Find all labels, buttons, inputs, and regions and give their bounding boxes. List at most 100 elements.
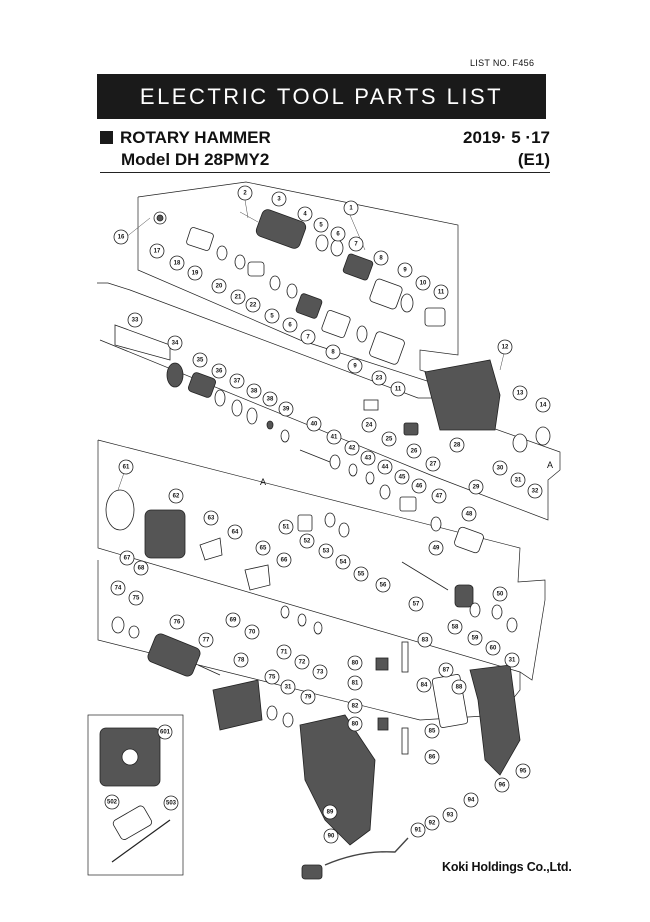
part-number-label: 44 — [382, 465, 389, 471]
part-number-label: 96 — [499, 783, 506, 789]
balloon-circle — [313, 217, 329, 233]
part-number-label: 61 — [123, 465, 130, 471]
part-number-balloon: 7 — [300, 329, 316, 345]
balloon-circle — [428, 540, 444, 556]
part-number-label: 77 — [203, 638, 210, 644]
part-number-balloon: 31 — [504, 652, 520, 668]
balloon-circle — [512, 385, 528, 401]
part-number-label: 91 — [415, 828, 422, 834]
part-number-label: 78 — [238, 658, 245, 664]
bullet-square-icon — [100, 131, 113, 144]
balloon-circle — [515, 763, 531, 779]
balloon-circle — [408, 596, 424, 612]
part-drawings — [99, 199, 551, 880]
part-number-balloon: 90 — [323, 828, 339, 844]
part-number-balloon: 75 — [128, 590, 144, 606]
part-number-balloon: 6 — [330, 226, 346, 242]
balloon-circle — [168, 488, 184, 504]
balloon-circle — [110, 580, 126, 596]
issue-date: 2019· 5 ·17 — [463, 128, 550, 147]
part-number-label: 84 — [421, 683, 428, 689]
balloon-circle — [163, 795, 179, 811]
manufacturer-brand: Koki Holdings Co.,Ltd. — [442, 860, 572, 874]
balloon-circle — [198, 632, 214, 648]
part-number-balloon: 5 — [264, 308, 280, 324]
part-number-balloon: 11 — [433, 284, 449, 300]
part-number-balloon: 58 — [447, 619, 463, 635]
part-number-balloon: 41 — [326, 429, 342, 445]
part-number-balloon: 28 — [449, 437, 465, 453]
part-number-label: 88 — [456, 685, 463, 691]
balloon-circle — [361, 417, 377, 433]
part-number-balloon: 43 — [360, 450, 376, 466]
balloon-circle — [406, 443, 422, 459]
balloon-circle — [424, 723, 440, 739]
part-number-balloon: 77 — [198, 632, 214, 648]
part-number-balloon: 12 — [497, 339, 513, 355]
balloon-circle — [237, 185, 253, 201]
balloon-circle — [492, 586, 508, 602]
part-number-label: 40 — [311, 422, 318, 428]
part-number-balloon: 80 — [347, 655, 363, 671]
header-divider — [100, 172, 550, 173]
part-number-balloon: 16 — [113, 229, 129, 245]
part-number-label: 39 — [283, 407, 290, 413]
part-number-label: 31 — [515, 478, 522, 484]
part-number-label: 32 — [532, 489, 539, 495]
part-number-label: 41 — [331, 435, 338, 441]
balloon-circle — [325, 344, 341, 360]
part-number-label: 9 — [353, 364, 357, 370]
balloon-circle — [299, 533, 315, 549]
part-number-label: 47 — [436, 494, 443, 500]
part-number-balloon: 69 — [225, 612, 241, 628]
part-number-balloon: 85 — [424, 723, 440, 739]
part-number-balloon: 22 — [245, 297, 261, 313]
balloon-circle — [276, 552, 292, 568]
part-number-label: 502 — [107, 800, 118, 806]
part-number-balloon: 10 — [415, 275, 431, 291]
part-number-label: 87 — [443, 668, 450, 674]
part-number-label: 57 — [413, 602, 420, 608]
balloon-circle — [424, 749, 440, 765]
balloon-circle — [438, 662, 454, 678]
accessory-box-frame — [87, 714, 184, 876]
part-number-label: 67 — [124, 556, 131, 562]
part-number-balloon: 93 — [442, 807, 458, 823]
part-number-balloon: 45 — [394, 469, 410, 485]
balloon-circle — [233, 652, 249, 668]
part-number-balloon: 5 — [313, 217, 329, 233]
balloon-circle — [282, 317, 298, 333]
part-number-label: 45 — [399, 475, 406, 481]
balloon-circle — [497, 339, 513, 355]
part-number-label: 50 — [497, 592, 504, 598]
part-number-label: 95 — [520, 769, 527, 775]
part-number-balloon: 63 — [203, 510, 219, 526]
part-number-label: 22 — [250, 303, 257, 309]
part-number-label: 27 — [430, 462, 437, 468]
part-number-label: 38 — [267, 397, 274, 403]
balloon-circle — [264, 669, 280, 685]
part-number-balloon: 68 — [133, 560, 149, 576]
part-number-label: 43 — [365, 456, 372, 462]
part-number-balloon: 601 — [157, 724, 173, 740]
balloon-circle — [373, 250, 389, 266]
balloon-circle — [187, 265, 203, 281]
part-number-balloon: 61 — [118, 459, 134, 475]
balloon-circle — [347, 358, 363, 374]
part-number-label: 8 — [331, 350, 335, 356]
part-number-label: 60 — [490, 646, 497, 652]
part-number-balloon: 54 — [335, 554, 351, 570]
part-number-balloon: 7 — [348, 236, 364, 252]
part-number-balloon: 89 — [322, 804, 338, 820]
part-number-balloon: 66 — [276, 552, 292, 568]
balloon-circle — [119, 550, 135, 566]
part-number-label: 55 — [358, 572, 365, 578]
balloon-circle — [169, 614, 185, 630]
balloon-circle — [262, 391, 278, 407]
edition-code: (E1) — [517, 150, 550, 169]
part-number-balloon: 56 — [375, 577, 391, 593]
balloon-circle — [167, 335, 183, 351]
balloon-circle — [300, 689, 316, 705]
balloon-circle — [347, 675, 363, 691]
part-number-label: 31 — [509, 658, 516, 664]
